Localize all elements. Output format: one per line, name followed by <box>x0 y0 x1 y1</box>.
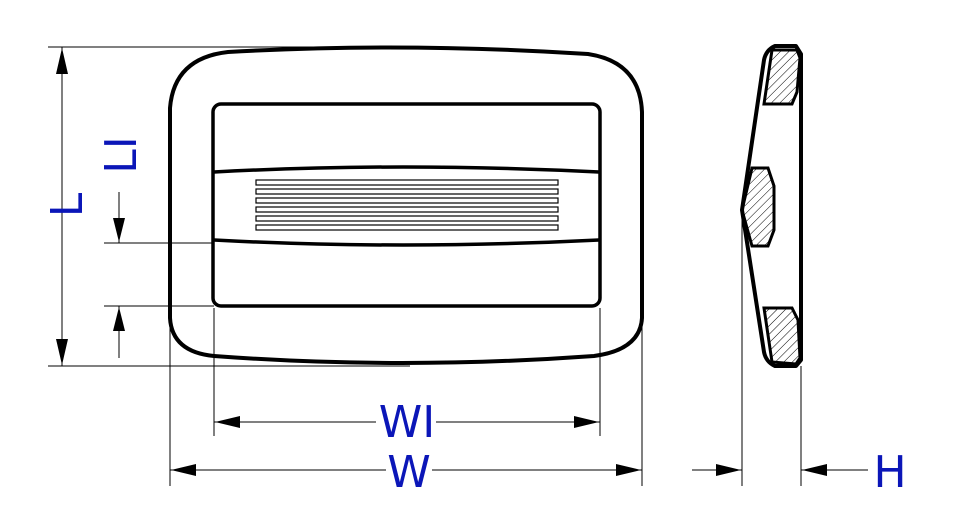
side-view <box>740 44 803 368</box>
buckle-outer-frame <box>168 45 644 365</box>
side-section-top <box>762 48 802 106</box>
arrow-W-left <box>171 464 196 476</box>
dimension-L: L <box>42 46 410 367</box>
arrow-H-left <box>716 464 741 476</box>
crossbar-bottom-edge <box>213 238 600 247</box>
side-section-middle <box>740 166 776 248</box>
arrow-WI-right <box>574 416 599 428</box>
label-W: W <box>387 447 431 498</box>
dimension-H: H <box>692 215 907 498</box>
dimension-LI: LI <box>96 136 214 358</box>
side-profile-outline <box>740 44 803 368</box>
dimension-WI: WI <box>213 308 601 448</box>
label-WI: WI <box>379 397 435 448</box>
buckle-inner-opening <box>211 102 602 308</box>
crossbar-grip-ridges <box>255 179 559 231</box>
arrow-L-top <box>56 48 68 74</box>
arrow-LI-lower <box>113 307 125 331</box>
front-view <box>168 45 644 365</box>
arrow-W-right <box>616 464 641 476</box>
dimension-W: W <box>169 326 643 498</box>
arrow-LI-upper <box>113 218 125 242</box>
arrow-WI-left <box>215 416 240 428</box>
side-section-bottom <box>762 306 802 366</box>
crossbar-top-edge <box>213 165 600 174</box>
arrow-L-bottom <box>56 339 68 365</box>
label-LI: LI <box>96 136 147 174</box>
arrow-H-right <box>802 464 827 476</box>
label-H: H <box>873 447 906 498</box>
label-L: L <box>42 192 93 217</box>
